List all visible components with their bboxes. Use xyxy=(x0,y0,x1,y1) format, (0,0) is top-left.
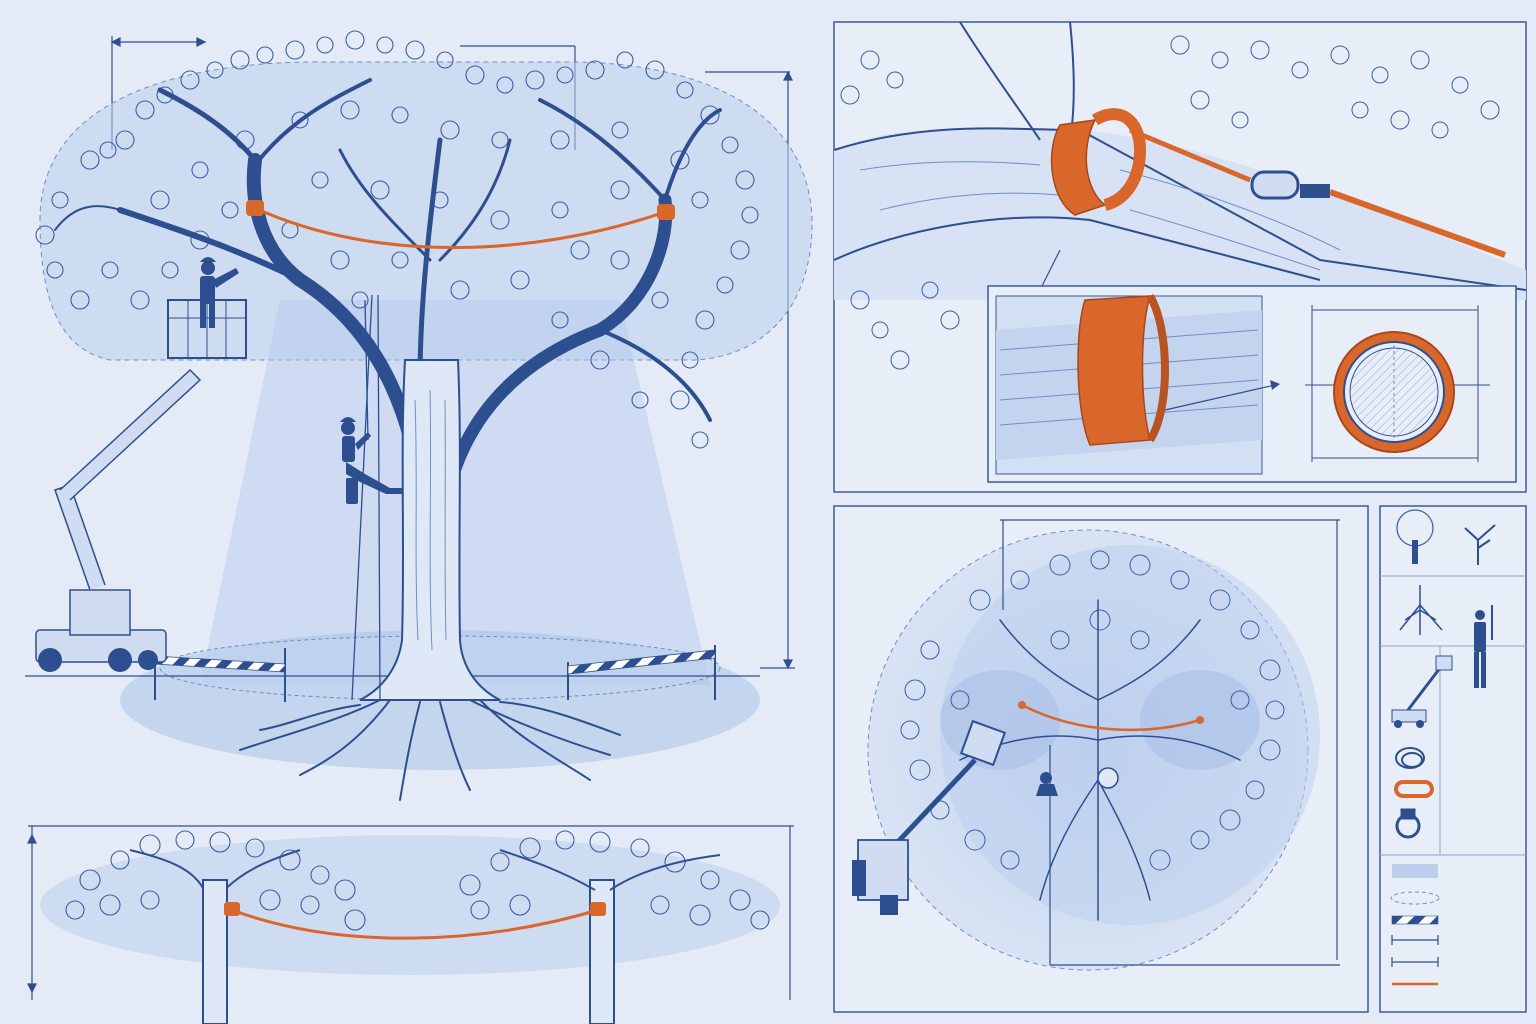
climber-figure-icon xyxy=(340,417,402,504)
carabiner-icon xyxy=(1250,170,1330,200)
strip-support-cable xyxy=(231,908,599,940)
legend-barrier-tape xyxy=(1391,915,1439,925)
legend-climber-symbol xyxy=(1474,605,1493,688)
sling-detail-panel xyxy=(833,21,1527,493)
legend-protection-zone-fill xyxy=(1392,864,1438,878)
legend-dashed-boundary xyxy=(1390,891,1440,905)
anchor-sling-left xyxy=(246,200,264,216)
elevation-panel xyxy=(25,30,813,801)
plan-climber-icon xyxy=(1036,772,1058,796)
legend-carabiner-symbol xyxy=(1394,780,1434,798)
legend-pruned-tree-symbol xyxy=(1464,524,1496,565)
tree-roots xyxy=(239,699,621,801)
legend-shackle-symbol xyxy=(1395,808,1421,839)
plan-support-cable xyxy=(1021,703,1201,732)
climbing-ropes xyxy=(351,294,381,701)
lift-worker-figure-icon xyxy=(200,257,239,328)
legend-root-zone-symbol xyxy=(1399,585,1443,635)
plan-view-panel xyxy=(833,505,1369,1013)
sling-section-inset xyxy=(1305,305,1490,462)
legend-tree-symbol xyxy=(1396,509,1434,564)
plan-aerial-lift-icon xyxy=(852,719,1007,915)
legend-rope-coil-symbol xyxy=(1395,747,1425,769)
aerial-lift-icon xyxy=(35,299,247,672)
orange-sling-detail xyxy=(1050,108,1251,216)
strip-elevation-panel xyxy=(27,825,794,1024)
support-cable xyxy=(254,206,666,250)
legend-panel xyxy=(1379,505,1527,1013)
legend-dimension-line xyxy=(1391,935,1439,967)
anchor-sling-right xyxy=(657,204,675,220)
barrier-tape-right xyxy=(567,645,716,700)
legend-aerial-lift-symbol xyxy=(1391,655,1453,728)
